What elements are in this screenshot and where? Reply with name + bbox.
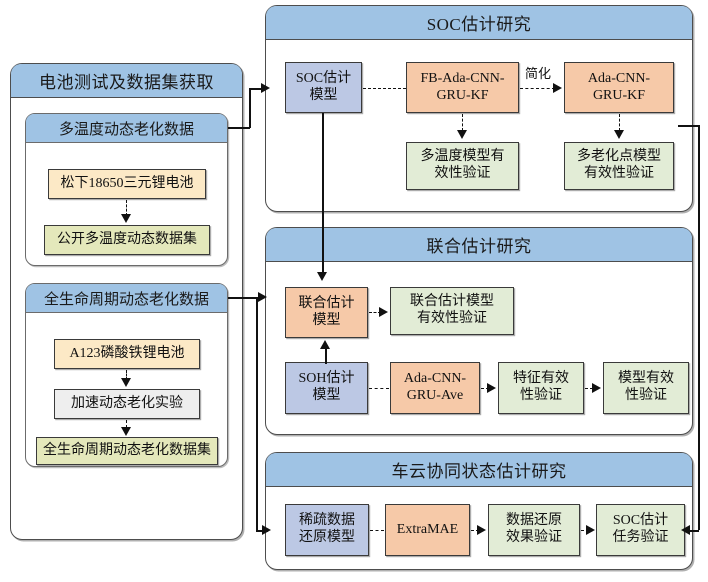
arrowhead-right	[586, 525, 595, 535]
edge-label-simplify: 简化	[525, 66, 552, 81]
panel-joint-estimation-title: 联合估计研究	[266, 228, 692, 262]
panel-soc-estimation-title: SOC估计研究	[266, 6, 692, 40]
connector-panasonic-to-dataset	[126, 200, 127, 216]
node-soc-estimation-model[interactable]: SOC估计 模型	[285, 62, 362, 113]
node-sparse-data-reconstruction-model[interactable]: 稀疏数据 还原模型	[285, 504, 369, 556]
node-multitemp-model-validation[interactable]: 多温度模型有 效性验证	[406, 142, 519, 190]
connector-fbada-to-ada	[520, 88, 555, 89]
connector-socmodel-down-trunk	[322, 113, 324, 273]
connector-soh-to-joint	[325, 348, 327, 364]
node-model-validation[interactable]: 模型有效 性验证	[603, 362, 689, 414]
bus-c-vertical	[256, 297, 258, 531]
connector-extramae-to-recon	[471, 530, 479, 531]
arrowhead-down	[317, 272, 327, 281]
arrowhead-right	[379, 307, 388, 317]
subcard-full-lifecycle-title: 全生命周期动态老化数据	[26, 284, 227, 313]
connector-adaave-to-feature	[481, 388, 489, 389]
node-public-multitemp-dataset[interactable]: 公开多温度动态数据集	[44, 225, 210, 255]
node-ada-cnn-gru-kf[interactable]: Ada-CNN- GRU-KF	[564, 62, 674, 113]
arrowhead-left	[681, 525, 690, 535]
node-soc-task-validation[interactable]: SOC估计 任务验证	[596, 504, 685, 556]
bus-a-into-soc-panel	[249, 88, 265, 90]
connector-joint-to-validation	[369, 312, 381, 313]
arrowhead-down	[121, 378, 131, 387]
bus-b-horizontal-out	[228, 297, 262, 299]
connector-a123-to-aging	[126, 370, 127, 380]
node-panasonic-18650[interactable]: 松下18650三元锂电池	[48, 169, 206, 199]
connector-socmodel-to-fbada	[363, 88, 406, 89]
node-feature-validation[interactable]: 特征有效 性验证	[498, 362, 584, 414]
bus-a-horizontal-out	[228, 127, 250, 129]
connector-feature-to-model	[585, 388, 593, 389]
node-data-reconstruction-validation[interactable]: 数据还原 效果验证	[488, 504, 580, 556]
arrowhead-right	[592, 383, 601, 393]
bus-a-vertical	[249, 88, 251, 128]
arrowhead-down	[457, 130, 467, 139]
connector-soh-to-adaave	[369, 388, 389, 389]
arrowhead-down	[121, 427, 131, 436]
feedback-top-horizontal	[678, 125, 700, 127]
arrowhead-right	[477, 525, 486, 535]
node-multiaging-model-validation[interactable]: 多老化点模型 有效性验证	[564, 142, 674, 190]
connector-recon-to-soctask	[581, 530, 589, 531]
node-fb-ada-cnn-gru-kf[interactable]: FB-Ada-CNN- GRU-KF	[406, 62, 519, 113]
connector-ada-to-validation	[619, 114, 620, 131]
node-accelerated-aging-experiment[interactable]: 加速动态老化实验	[54, 389, 200, 419]
node-soh-estimation-model[interactable]: SOH估计 模型	[285, 362, 368, 414]
connector-sparse-to-extramae	[370, 530, 384, 531]
arrowhead-up	[320, 340, 330, 349]
node-joint-estimation-model[interactable]: 联合估计 模型	[285, 287, 368, 338]
arrowhead-down	[614, 130, 624, 139]
panel-battery-test-title: 电池测试及数据集获取	[11, 64, 242, 98]
panel-vehicle-cloud-title: 车云协同状态估计研究	[266, 453, 692, 487]
node-extramae[interactable]: ExtraMAE	[385, 504, 470, 556]
connector-aging-to-dataset	[126, 420, 127, 428]
node-ada-cnn-gru-ave[interactable]: Ada-CNN- GRU-Ave	[390, 362, 480, 414]
node-a123-lfp-battery[interactable]: A123磷酸铁锂电池	[54, 339, 200, 369]
arrowhead-right	[262, 525, 271, 535]
arrowhead-right	[553, 83, 562, 93]
node-full-lifecycle-dataset[interactable]: 全生命周期动态老化数据集	[36, 437, 218, 465]
subcard-multi-temperature-title: 多温度动态老化数据	[26, 114, 227, 143]
arrowhead-right	[258, 292, 267, 302]
arrowhead-down	[121, 214, 131, 223]
arrowhead-right	[487, 383, 496, 393]
node-joint-model-validation[interactable]: 联合估计模型 有效性验证	[390, 287, 514, 335]
connector-fbada-to-validation	[462, 114, 463, 131]
arrowhead-right	[261, 83, 270, 93]
feedback-vertical	[698, 125, 700, 530]
feedback-into-soctask	[688, 530, 699, 532]
